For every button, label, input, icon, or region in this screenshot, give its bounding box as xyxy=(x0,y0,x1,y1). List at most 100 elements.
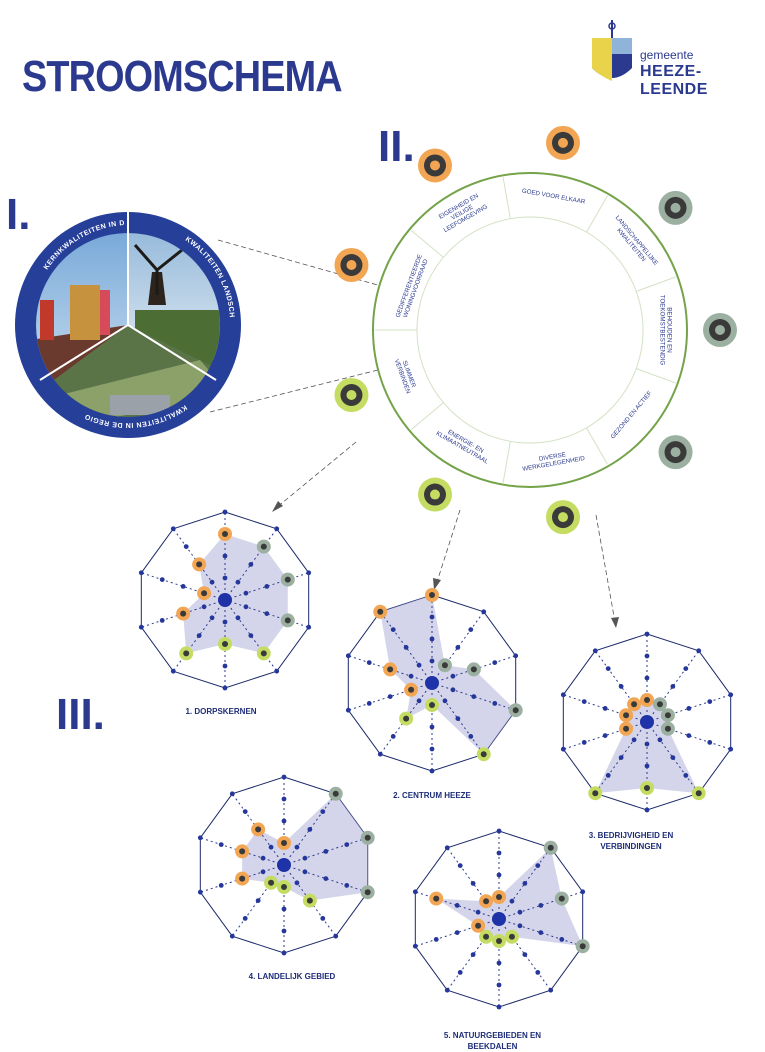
radar-value-area xyxy=(380,595,516,755)
radar-level-dot xyxy=(242,809,248,815)
radar-caption-3: 3. BEDRIJVIGHEID EN VERBINDINGEN xyxy=(588,831,674,851)
radar-level-dot xyxy=(444,845,450,851)
heart-hand-icon xyxy=(545,125,580,160)
radar-level-dot xyxy=(683,772,689,778)
radar-level-dot xyxy=(264,611,270,616)
radar-level-dot xyxy=(433,936,439,942)
wheel-divider xyxy=(586,427,608,465)
radar-level-dot xyxy=(454,903,460,908)
people-icon xyxy=(418,148,452,183)
radar-level-dot xyxy=(294,880,300,886)
radar-level-dot xyxy=(274,668,280,674)
radar-level-dot xyxy=(323,876,329,881)
radar-level-dot xyxy=(496,872,502,878)
radar-level-dot xyxy=(538,930,544,935)
radar-level-dot xyxy=(602,706,608,711)
radar-level-dot xyxy=(345,653,351,659)
radar-level-dot xyxy=(281,906,287,912)
radar-level-dot xyxy=(159,577,165,583)
radar-level-dot xyxy=(517,923,523,929)
radar-level-dot xyxy=(618,755,624,760)
radar-level-dot xyxy=(377,751,383,757)
radar-caption-1: 1. DORPSKERNEN xyxy=(185,707,257,716)
radar-level-dot xyxy=(471,694,477,699)
radar-level-dot xyxy=(222,509,228,515)
radar-level-dot xyxy=(707,699,713,705)
values-wheel: GOED VOOR ELKAARLANDSCHAPPELIJKEKWALITEI… xyxy=(334,125,737,535)
radar-level-dot xyxy=(492,700,498,706)
radar-level-dot xyxy=(306,624,312,630)
radar-center xyxy=(492,912,506,926)
radar-level-dot xyxy=(320,915,326,921)
radar-level-dot xyxy=(429,658,435,664)
radar-level-dot xyxy=(496,828,502,834)
wheel-segment-label: BEHOUDEN ENTOEKOMSTBESTENDIG xyxy=(659,295,673,366)
radar-level-dot xyxy=(416,698,422,704)
radar-level-dot xyxy=(229,791,235,797)
radar-level-dot xyxy=(268,844,274,850)
recycle-leaf-icon xyxy=(703,313,737,347)
wheel-divider xyxy=(502,177,511,219)
radar-level-dot xyxy=(644,631,650,637)
radar-level-dot xyxy=(320,809,326,815)
radar-level-dot xyxy=(408,673,414,679)
plug-icon xyxy=(418,477,452,512)
radar-level-dot xyxy=(170,526,176,532)
radar-level-dot xyxy=(470,881,476,886)
radar-level-dot xyxy=(522,952,528,957)
radar-value-area xyxy=(595,700,699,794)
radar-level-dot xyxy=(496,1004,502,1010)
wheel-divider xyxy=(502,441,511,483)
radar-level-dot xyxy=(683,666,689,672)
radar-level-dot xyxy=(306,570,312,576)
radar-level-dot xyxy=(218,842,224,848)
wheel-divider xyxy=(636,368,676,384)
radar-level-dot xyxy=(243,590,249,596)
radar-chart-4 xyxy=(197,774,375,956)
radar-center xyxy=(218,593,232,607)
radar-chart-5 xyxy=(412,828,590,1010)
radar-level-dot xyxy=(429,746,435,752)
radar-level-dot xyxy=(294,844,300,850)
radar-level-dot xyxy=(450,687,456,693)
section-three-label: III. xyxy=(56,690,105,739)
radar-level-dot xyxy=(344,882,350,888)
radar-level-dot xyxy=(222,685,228,691)
radar-level-dot xyxy=(728,746,734,752)
radar-level-dot xyxy=(333,933,339,939)
radar-level-dot xyxy=(581,739,587,745)
radar-level-dot xyxy=(559,936,565,942)
radar-level-dot xyxy=(222,553,228,559)
radar-level-dot xyxy=(657,737,663,743)
radar-level-dot xyxy=(707,739,713,745)
radar-level-dot xyxy=(535,863,541,869)
radar-level-dot xyxy=(728,692,734,698)
radar-level-dot xyxy=(444,987,450,993)
radar-center xyxy=(640,715,654,729)
radar-level-dot xyxy=(403,645,409,650)
wheel-divider xyxy=(586,195,608,233)
radar-level-dot xyxy=(602,733,608,738)
flow-arrows xyxy=(275,441,616,623)
radar-level-dot xyxy=(513,653,519,659)
radar-level-dot xyxy=(644,741,650,747)
radar-level-dot xyxy=(281,928,287,934)
radar-level-dot xyxy=(457,863,463,869)
radar-level-dot xyxy=(581,699,587,705)
radar-level-dot xyxy=(457,969,463,975)
radar-level-dot xyxy=(255,898,261,903)
radar-level-dot xyxy=(429,724,435,730)
radar-level-dot xyxy=(196,633,202,638)
radar-level-dot xyxy=(592,648,598,654)
radar-level-dot xyxy=(560,692,566,698)
radar-level-dot xyxy=(281,818,287,824)
radar-level-dot xyxy=(260,869,266,875)
radar-level-dot xyxy=(644,763,650,769)
radar-level-dot xyxy=(442,698,448,704)
section-two-label: II. xyxy=(378,122,415,171)
walker-icon xyxy=(658,435,693,470)
radar-level-dot xyxy=(390,627,396,633)
radar-level-dot xyxy=(235,615,241,621)
radar-level-dot xyxy=(605,772,611,778)
radar-level-dot xyxy=(159,617,165,623)
